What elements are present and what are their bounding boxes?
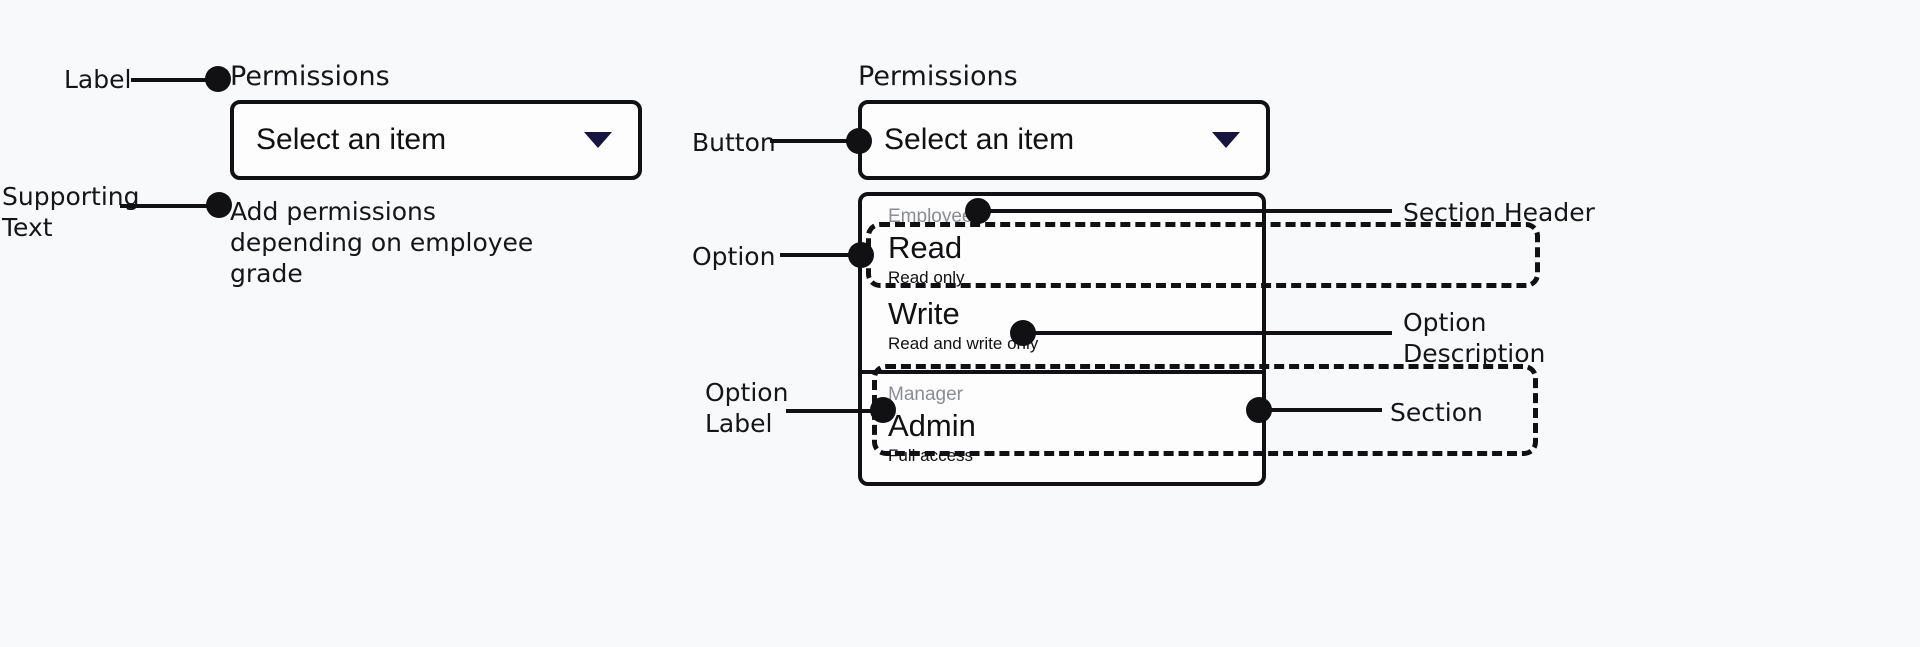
leader-line-section bbox=[1268, 408, 1382, 412]
leader-line-option bbox=[780, 253, 860, 257]
permissions-label: Permissions bbox=[230, 61, 390, 92]
annotation-option-label: Option Label bbox=[705, 378, 789, 438]
chevron-down-icon-right bbox=[1212, 132, 1240, 148]
leader-line-option-description bbox=[1032, 331, 1392, 335]
list-item-read[interactable]: Read Read only bbox=[862, 228, 1262, 294]
leader-line-section-header bbox=[988, 209, 1392, 213]
leader-dot-option-label bbox=[870, 397, 896, 423]
leader-line-option-label bbox=[786, 409, 882, 413]
option-label-read: Read bbox=[888, 230, 963, 265]
supporting-text: Add permissions depending on employee gr… bbox=[230, 197, 534, 288]
option-description-admin: Full access bbox=[888, 446, 974, 465]
listbox-section-manager: Manager Admin Full access bbox=[862, 370, 1262, 482]
annotation-section: Section bbox=[1390, 398, 1483, 427]
leader-dot-section bbox=[1246, 397, 1272, 423]
annotation-option: Option bbox=[692, 242, 776, 271]
permissions-label-right: Permissions bbox=[858, 61, 1018, 92]
leader-line-supporting-text bbox=[120, 204, 220, 208]
select-button-text: Select an item bbox=[256, 123, 447, 156]
option-label-admin: Admin bbox=[888, 408, 976, 443]
leader-line-label bbox=[131, 78, 219, 82]
left-specimen: Permissions Select an item Add permissio… bbox=[230, 60, 642, 289]
option-description-write: Read and write only bbox=[888, 334, 1039, 353]
leader-dot-section-header bbox=[965, 198, 991, 224]
list-item-write[interactable]: Write Read and write only bbox=[862, 294, 1262, 360]
select-an-item-button-right[interactable]: Select an item bbox=[858, 100, 1270, 180]
leader-dot-label bbox=[205, 66, 231, 92]
leader-dot-button bbox=[846, 128, 872, 154]
leader-line-button bbox=[770, 139, 860, 143]
chevron-down-icon bbox=[584, 132, 612, 148]
listbox-section-employees: Employees Read Read only Write Read and … bbox=[862, 196, 1262, 370]
select-an-item-button[interactable]: Select an item bbox=[230, 100, 642, 180]
leader-dot-supporting-text bbox=[206, 192, 232, 218]
leader-dot-option bbox=[848, 242, 874, 268]
right-specimen: Permissions Select an item Employees Rea… bbox=[858, 60, 1270, 486]
annotation-section-header: Section Header bbox=[1403, 198, 1595, 227]
leader-dot-option-description bbox=[1010, 320, 1036, 346]
option-description-read: Read only bbox=[888, 268, 965, 287]
options-listbox[interactable]: Employees Read Read only Write Read and … bbox=[858, 192, 1266, 486]
annotation-option-description: Option Description bbox=[1403, 308, 1546, 368]
select-button-text-right: Select an item bbox=[884, 123, 1075, 156]
list-item-admin[interactable]: Admin Full access bbox=[862, 406, 1262, 472]
annotation-button: Button bbox=[692, 128, 776, 157]
option-label-write: Write bbox=[888, 296, 960, 331]
annotation-label: Label bbox=[64, 65, 132, 94]
section-header-employees: Employees bbox=[888, 206, 982, 227]
section-header-manager: Manager bbox=[888, 384, 963, 405]
annotation-supporting-text: Supporting Text bbox=[2, 182, 140, 242]
